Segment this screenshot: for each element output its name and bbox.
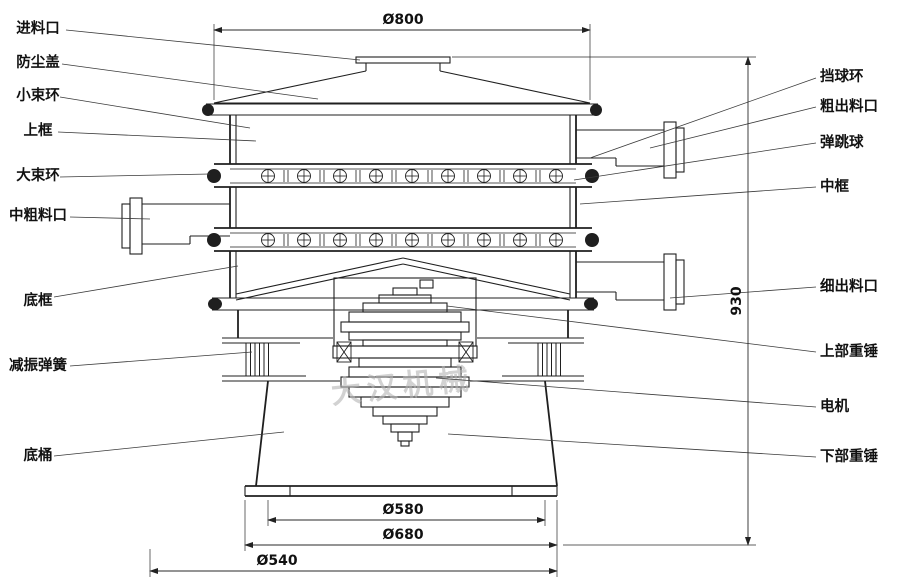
dim-580-text: Ø580	[382, 502, 423, 518]
label-small-clamp-ring-text: 小束环	[16, 87, 60, 104]
label-fine-outlet-text: 细出料口	[820, 277, 878, 295]
label-lower-weight: 下部重锤	[447, 433, 878, 465]
dimension-540: Ø540	[149, 549, 558, 577]
dim-680-text: Ø680	[382, 527, 423, 543]
label-bouncing-ball: 弹跳球	[573, 133, 864, 181]
label-upper-weight: 上部重锤	[446, 305, 878, 360]
dust-cover-cone	[213, 70, 591, 104]
label-bottom-frame-text: 底框	[24, 291, 53, 309]
label-mid-coarse-outlet-text: 中粗料口	[9, 206, 67, 224]
label-mid-coarse-outlet: 中粗料口	[9, 206, 151, 224]
coarse-outlet-pipe	[576, 121, 685, 179]
label-upper-frame-text: 上框	[24, 121, 53, 139]
small-clamp-ring	[202, 103, 602, 116]
label-bottom-barrel-text: 底桶	[24, 446, 53, 464]
bouncing-balls-row-lower	[261, 233, 563, 247]
motor-assembly	[332, 277, 478, 447]
dim-800-text: Ø800	[382, 12, 423, 28]
label-bottom-frame: 底框	[24, 265, 239, 309]
bottom-frame	[229, 251, 577, 298]
discharge-cone	[235, 257, 571, 301]
label-damping-spring: 减振弹簧	[9, 351, 253, 374]
label-motor: 电机	[435, 377, 849, 415]
label-middle-frame: 中框	[579, 177, 849, 205]
label-middle-frame-text: 中框	[820, 177, 849, 195]
large-clamp-ring-right-end	[585, 169, 599, 183]
label-ball-stop-ring-text: 挡球环	[820, 67, 864, 85]
bouncing-balls-row-upper	[261, 169, 563, 183]
middle-frame	[229, 187, 577, 228]
dimension-680: Ø680	[244, 500, 558, 551]
dim-930-text: 930	[729, 286, 745, 315]
label-large-clamp-ring-text: 大束环	[16, 166, 60, 184]
dimension-overall-height: 930	[452, 56, 756, 546]
upper-weight-stack	[340, 279, 470, 347]
mid-coarse-outlet-pipe	[121, 197, 230, 255]
label-large-clamp-ring: 大束环	[16, 166, 211, 184]
label-fine-outlet: 细出料口	[669, 277, 878, 299]
lower-weight-stack	[340, 366, 470, 447]
labels-left: 进料口 防尘盖 小束环 上框 大束环 中粗料口 底框 减振弹簧	[9, 19, 361, 464]
dimension-580: Ø580	[267, 500, 546, 526]
label-feed-inlet-text: 进料口	[16, 19, 60, 37]
label-coarse-outlet-text: 粗出料口	[820, 97, 878, 115]
label-dust-cover: 防尘盖	[16, 53, 319, 100]
feed-inlet-flange	[355, 56, 451, 71]
label-small-clamp-ring: 小束环	[16, 87, 251, 129]
damping-springs	[222, 337, 584, 382]
label-lower-weight-text: 下部重锤	[820, 447, 878, 465]
dim-540-text: Ø540	[256, 553, 297, 569]
label-upper-weight-text: 上部重锤	[820, 342, 878, 360]
label-bouncing-ball-text: 弹跳球	[820, 133, 864, 151]
label-motor-text: 电机	[820, 397, 849, 415]
bottom-barrel	[244, 380, 558, 497]
dimension-top-diameter: Ø800	[213, 12, 591, 100]
upper-screen-deck	[207, 163, 599, 188]
lower-screen-deck	[207, 227, 599, 252]
label-coarse-outlet: 粗出料口	[649, 97, 878, 149]
label-bottom-barrel: 底桶	[24, 431, 285, 464]
label-damping-spring-text: 减振弹簧	[9, 356, 67, 374]
label-ball-stop-ring: 挡球环	[589, 67, 864, 159]
fine-outlet-pipe	[576, 253, 685, 311]
label-upper-frame: 上框	[24, 121, 257, 142]
labels-right: 挡球环 粗出料口 弹跳球 中框 细出料口 上部重锤 电机 下部重锤	[435, 67, 878, 465]
bottom-clamp-ring	[208, 297, 598, 311]
label-dust-cover-text: 防尘盖	[16, 53, 60, 71]
label-feed-inlet: 进料口	[16, 19, 361, 61]
large-clamp-ring-left-end	[207, 169, 221, 183]
